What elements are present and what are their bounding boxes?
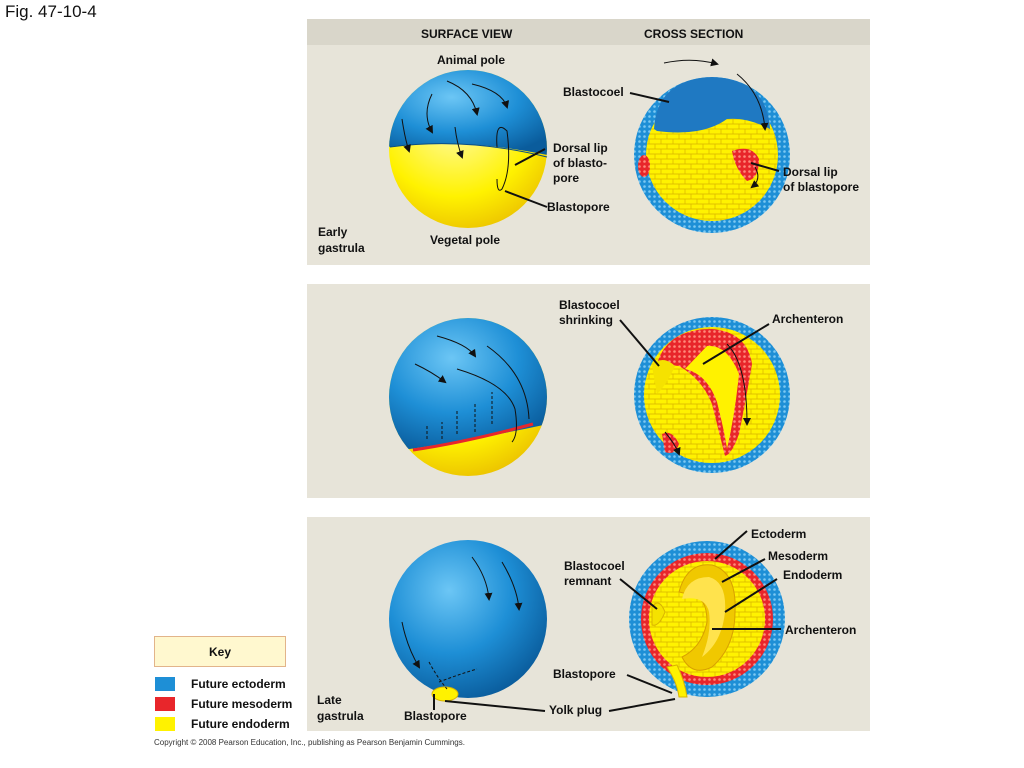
swatch-endoderm (155, 717, 175, 731)
label-blastocoel: Blastocoel (563, 85, 624, 99)
label-mesoderm: Mesoderm (768, 549, 829, 563)
stage-label-late: Late gastrula (317, 693, 364, 723)
panel2-art (389, 317, 790, 476)
label-blastopore-surface: Blastopore (547, 200, 610, 214)
leader-dorsal-lip-surface (514, 148, 546, 166)
leader-blastopore-surface (504, 190, 548, 208)
label-blastocoel-shrinking: Blastocoel shrinking (559, 298, 620, 327)
early-gastrula-cross-section (634, 58, 790, 233)
panel-late-gastrula: Ectoderm Mesoderm Endoderm Blastocoel re… (307, 517, 870, 731)
key-item-mesoderm: Future mesoderm (155, 697, 292, 711)
key-item-ectoderm: Future ectoderm (155, 677, 286, 691)
panel-early-gastrula: SURFACE VIEW CROSS SECTION (307, 19, 870, 265)
label-ectoderm: Ectoderm (751, 527, 807, 541)
label-blastopore-surface-late: Blastopore (404, 709, 467, 723)
key-item-endoderm: Future endoderm (155, 717, 290, 731)
panel-mid-gastrula: Blastocoel shrinking Archenteron (307, 284, 870, 498)
leader-blastocoel-shrinking (619, 319, 660, 367)
leader-mesoderm (721, 558, 766, 583)
label-dorsal-lip-surface: Dorsal lip of blasto- pore (553, 141, 608, 185)
swatch-mesoderm (155, 697, 175, 711)
label-blastocoel-remnant: Blastocoel remnant (564, 559, 625, 588)
late-gastrula-surface-sphere (389, 540, 547, 702)
leader-endoderm (724, 578, 778, 613)
panel3-art (389, 530, 785, 712)
label-vegetal-pole: Vegetal pole (430, 233, 501, 247)
figure-label: Fig. 47-10-4 (5, 2, 97, 21)
label-archenteron-mid: Archenteron (772, 312, 844, 326)
label-archenteron-late: Archenteron (785, 623, 857, 637)
early-gastrula-surface-sphere (389, 70, 548, 228)
label-blastopore-cross: Blastopore (553, 667, 616, 681)
header-surface-view: SURFACE VIEW (421, 27, 513, 41)
leader-yolk-plug-surface (444, 700, 546, 712)
label-animal-pole: Animal pole (437, 53, 506, 67)
panel1-art (389, 58, 790, 233)
leader-blastocoel-remnant (619, 578, 658, 610)
leader-ectoderm (714, 530, 748, 560)
header-band (307, 19, 870, 45)
leader-archenteron-mid (702, 323, 770, 365)
key-title: Key (154, 636, 286, 667)
late-gastrula-cross-section (629, 541, 785, 698)
swatch-ectoderm (155, 677, 175, 691)
header-cross-section: CROSS SECTION (644, 27, 744, 41)
stage-label-early: Early gastrula (318, 225, 365, 255)
label-dorsal-lip-cross: Dorsal lip of blastopore (783, 165, 860, 194)
copyright-notice: Copyright © 2008 Pearson Education, Inc.… (154, 738, 465, 747)
leader-blastopore-cross (626, 674, 673, 694)
leader-dorsal-lip-cross (750, 162, 780, 172)
leader-yolk-plug (608, 698, 676, 712)
label-yolk-plug: Yolk plug (549, 703, 603, 717)
leader-blastocoel (629, 92, 670, 103)
mid-gastrula-cross-section (634, 317, 790, 473)
label-endoderm: Endoderm (783, 568, 843, 582)
mid-gastrula-surface-sphere (389, 318, 547, 476)
